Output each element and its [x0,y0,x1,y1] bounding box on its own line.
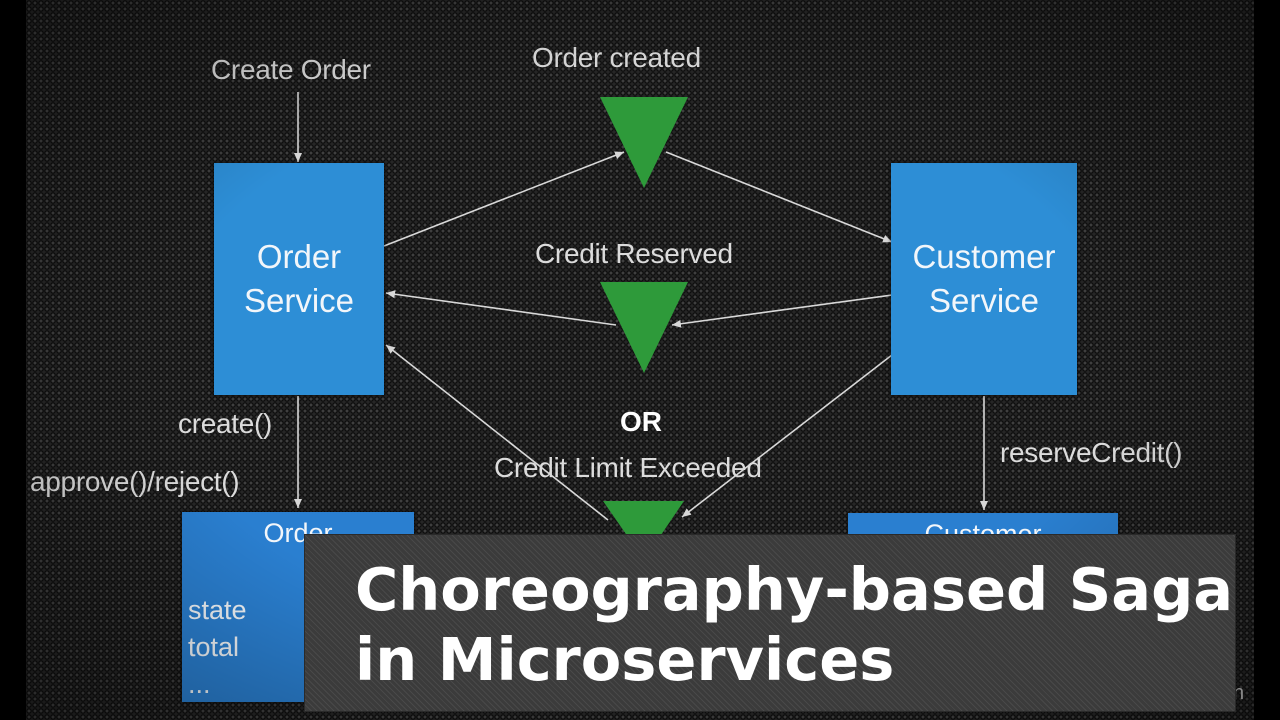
banner-title-line1: Choreography-based Saga [355,555,1234,624]
credit-limit-exceeded-label: Credit Limit Exceeded [494,452,762,483]
diagram-canvas: Create Order Order created Credit Reserv… [26,0,1254,720]
banner-title-line2: in Microservices [355,625,895,694]
banner-title: Choreography-based Saga in Microservices [355,555,1233,695]
create-call-label: create() [178,408,273,439]
order-field-total: total [188,632,240,662]
or-label: OR [620,406,662,437]
order-service-line1: Order [256,238,342,275]
credit-reserved-to-order-arrow [385,290,617,326]
order-to-order-created-arrow [383,151,625,247]
approve-reject-call-label: approve()/reject() [30,466,240,497]
order-field-state: state [188,595,247,625]
create-order-label: Create Order [211,54,371,85]
customer-service-line1: Customer [912,238,1056,275]
order-created-event-triangle [600,97,688,188]
credit-reserved-event-triangle [600,282,688,373]
customer-to-credit-exceeded-arrow [681,354,893,518]
order-service-box: Order Service [214,163,384,395]
reserve-credit-call-label: reserveCredit() [1000,437,1183,468]
order-entity-fields: state total ... [188,592,247,703]
order-created-label: Order created [532,42,701,73]
customer-to-credit-reserved-arrow [671,294,893,328]
diagram-connectors [294,92,988,560]
customer-service-line2: Service [928,282,1040,319]
order-service-label: Order Service [214,235,384,323]
customer-service-box: Customer Service [891,163,1077,395]
order-created-to-customer-arrow [665,151,893,243]
credit-reserved-label: Credit Reserved [535,238,733,269]
order-field-more: ... [188,669,211,699]
corner-text-fragment: n [1233,682,1245,704]
title-banner: Choreography-based Saga in Microservices [305,535,1235,711]
credit-limit-exceeded-event-triangle [603,501,684,560]
order-service-line2: Service [243,282,355,319]
credit-exceeded-to-order-arrow [385,344,609,521]
customer-service-label: Customer Service [891,235,1077,323]
